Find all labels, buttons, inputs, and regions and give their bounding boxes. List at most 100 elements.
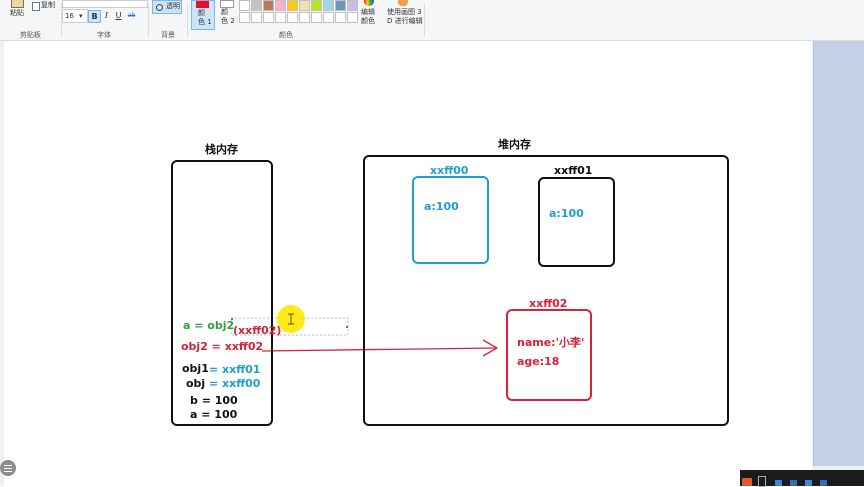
ribbon: 粘贴 复制 剪贴板 16 ▾ B I U ab 字体 透明 背景 颜 色 1 颜… bbox=[0, 0, 864, 41]
stack-entry-a: a = 100 bbox=[190, 408, 238, 421]
chevron-down-icon: ▾ bbox=[79, 12, 83, 20]
strikethrough-button[interactable]: ab bbox=[127, 12, 136, 19]
italic-button[interactable]: I bbox=[104, 11, 109, 20]
heap-title: 堆内存 bbox=[498, 138, 531, 151]
palette-swatch[interactable] bbox=[311, 12, 322, 23]
menu-line bbox=[4, 468, 12, 469]
font-size-dropdown[interactable]: 16 ▾ bbox=[62, 9, 88, 23]
color1-label: 颜 色 1 bbox=[198, 9, 212, 26]
paint3d-label: 使用画图 3 D 进行编辑 bbox=[387, 8, 423, 25]
transparent-toggle[interactable]: 透明 bbox=[152, 0, 182, 14]
taskbar bbox=[740, 470, 864, 487]
object-xxff00-box bbox=[412, 176, 489, 264]
diagram-arrows bbox=[230, 305, 499, 357]
stack-entry-obj2: obj2 = xxff02 bbox=[181, 340, 264, 353]
palette-swatch[interactable] bbox=[239, 12, 250, 23]
palette-swatch[interactable] bbox=[263, 12, 274, 23]
separator bbox=[187, 3, 188, 37]
copy-button[interactable]: 复制 bbox=[32, 1, 60, 11]
object-xxff01-prop: a:100 bbox=[549, 207, 584, 220]
palette-swatch[interactable] bbox=[335, 0, 346, 11]
selection-handle bbox=[231, 318, 233, 320]
palette-swatch[interactable] bbox=[275, 0, 286, 11]
stack-entry-obj-name: obj bbox=[186, 377, 206, 390]
stack-title: 栈内存 bbox=[205, 143, 238, 156]
copy-icon bbox=[32, 2, 40, 11]
color2-label: 颜 色 2 bbox=[221, 8, 235, 25]
clipboard-icon bbox=[11, 0, 24, 8]
stack-entry-xxff02-note: (xxff02) bbox=[233, 324, 282, 337]
stack-entry-b: b = 100 bbox=[190, 394, 238, 407]
menu-line bbox=[4, 471, 12, 472]
palette-swatch[interactable] bbox=[251, 0, 262, 11]
menu-line bbox=[4, 465, 12, 466]
tray-icon[interactable] bbox=[775, 480, 782, 486]
object-xxff02-name-prop: name:'小李' bbox=[517, 336, 585, 349]
color-wheel-icon bbox=[364, 0, 374, 6]
color2-swatch bbox=[220, 0, 234, 8]
palette-swatch[interactable] bbox=[347, 12, 358, 23]
palette-swatch[interactable] bbox=[275, 12, 286, 23]
phone-icon[interactable] bbox=[758, 476, 766, 487]
color2-button[interactable]: 颜 色 2 bbox=[216, 0, 238, 28]
copy-label: 复制 bbox=[41, 1, 55, 9]
color1-swatch bbox=[196, 1, 209, 8]
palette-swatch[interactable] bbox=[251, 12, 262, 23]
separator bbox=[148, 3, 149, 37]
object-xxff02-age-prop: age:18 bbox=[517, 355, 560, 368]
paint3d-button[interactable]: 使用画图 3 D 进行编辑 bbox=[386, 0, 423, 28]
paste-label: 粘贴 bbox=[10, 9, 24, 17]
palette-swatch[interactable] bbox=[287, 12, 298, 23]
palette-swatch[interactable] bbox=[323, 12, 334, 23]
bold-button[interactable]: B bbox=[88, 10, 101, 23]
stack-entry-obj1-name: obj1 bbox=[182, 362, 209, 375]
stack-entry-a-obj2: a = obj2 bbox=[183, 319, 235, 332]
edit-colors-label: 编辑 颜色 bbox=[361, 8, 375, 25]
font-size-value: 16 bbox=[65, 12, 74, 20]
reference-arrow-head bbox=[482, 339, 499, 357]
palette-swatch[interactable] bbox=[287, 0, 298, 11]
menu-icon[interactable] bbox=[0, 460, 16, 476]
palette-swatch[interactable] bbox=[311, 0, 322, 11]
object-xxff00-label: xxff00 bbox=[430, 164, 469, 177]
stack-frame bbox=[171, 160, 273, 426]
tray-icon[interactable] bbox=[790, 480, 797, 486]
font-family-dropdown[interactable] bbox=[62, 0, 148, 8]
palette-swatch[interactable] bbox=[335, 12, 346, 23]
app-icon[interactable] bbox=[742, 478, 752, 486]
paste-button[interactable]: 粘贴 bbox=[6, 0, 28, 26]
underline-button[interactable]: U bbox=[115, 11, 122, 20]
object-xxff01-label: xxff01 bbox=[554, 164, 593, 177]
palette-swatch[interactable] bbox=[299, 0, 310, 11]
separator bbox=[424, 3, 425, 37]
transparent-label: 透明 bbox=[166, 2, 180, 10]
palette-swatch[interactable] bbox=[323, 0, 334, 11]
drawing-canvas[interactable]: 栈内存 a = obj2 (xxff02) obj2 = xxff02 obj1… bbox=[4, 41, 812, 486]
reference-arrow-line bbox=[261, 347, 497, 352]
edit-colors-button[interactable]: 编辑 颜色 bbox=[359, 0, 381, 28]
object-xxff02-label: xxff02 bbox=[529, 297, 568, 310]
object-xxff02-box bbox=[506, 309, 592, 401]
vertical-scrollbar[interactable] bbox=[813, 41, 864, 466]
object-xxff00-prop: a:100 bbox=[424, 200, 459, 213]
font-section-label: 字体 bbox=[97, 31, 111, 39]
selection-handle bbox=[346, 326, 348, 328]
object-xxff01-box bbox=[538, 177, 615, 267]
palette-swatch[interactable] bbox=[299, 12, 310, 23]
radio-icon bbox=[156, 4, 163, 11]
clipboard-section-label: 剪贴板 bbox=[20, 31, 41, 39]
heap-frame bbox=[363, 155, 729, 426]
paint3d-icon bbox=[398, 0, 408, 6]
tray-icon[interactable] bbox=[820, 480, 827, 486]
palette-swatch[interactable] bbox=[347, 0, 358, 11]
palette-swatch[interactable] bbox=[239, 0, 250, 11]
stack-entry-obj-value: = xxff00 bbox=[209, 377, 261, 390]
background-section-label: 背景 bbox=[161, 31, 175, 39]
stack-entry-obj1-value: = xxff01 bbox=[209, 363, 261, 376]
separator bbox=[61, 3, 62, 37]
color1-button[interactable]: 颜 色 1 bbox=[191, 0, 215, 30]
tray-icon[interactable] bbox=[805, 480, 812, 486]
color-palette bbox=[237, 0, 358, 24]
palette-swatch[interactable] bbox=[263, 0, 274, 11]
colors-section-label: 颜色 bbox=[279, 31, 293, 39]
